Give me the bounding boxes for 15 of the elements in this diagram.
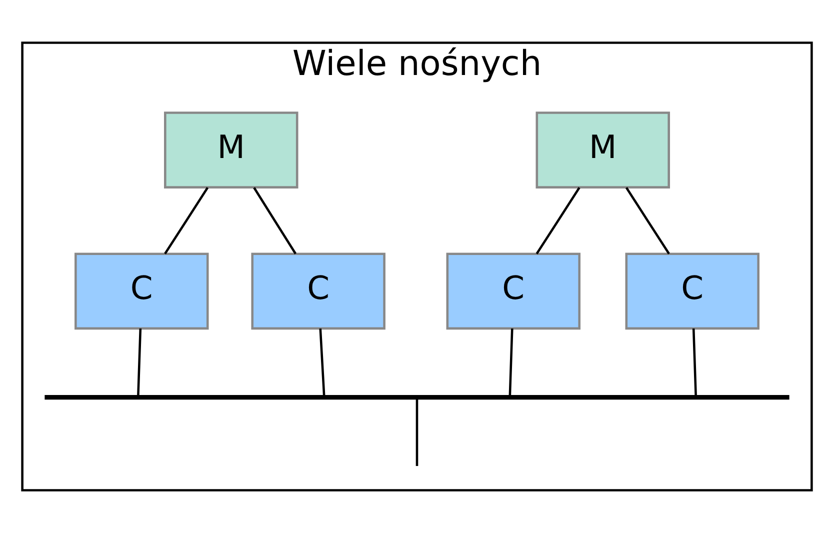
connector <box>137 328 142 396</box>
connector <box>416 399 418 466</box>
connector <box>319 328 326 396</box>
connector <box>536 187 580 254</box>
node-box: C <box>625 252 760 330</box>
node-box: C <box>446 252 580 330</box>
connector <box>625 187 670 254</box>
node-box: M <box>536 112 670 188</box>
connector <box>164 187 209 254</box>
connector <box>692 328 697 396</box>
connector <box>253 187 297 254</box>
node-box: M <box>164 112 298 188</box>
node-box: C <box>251 252 386 330</box>
connector <box>508 328 514 396</box>
node-box: C <box>74 252 209 330</box>
